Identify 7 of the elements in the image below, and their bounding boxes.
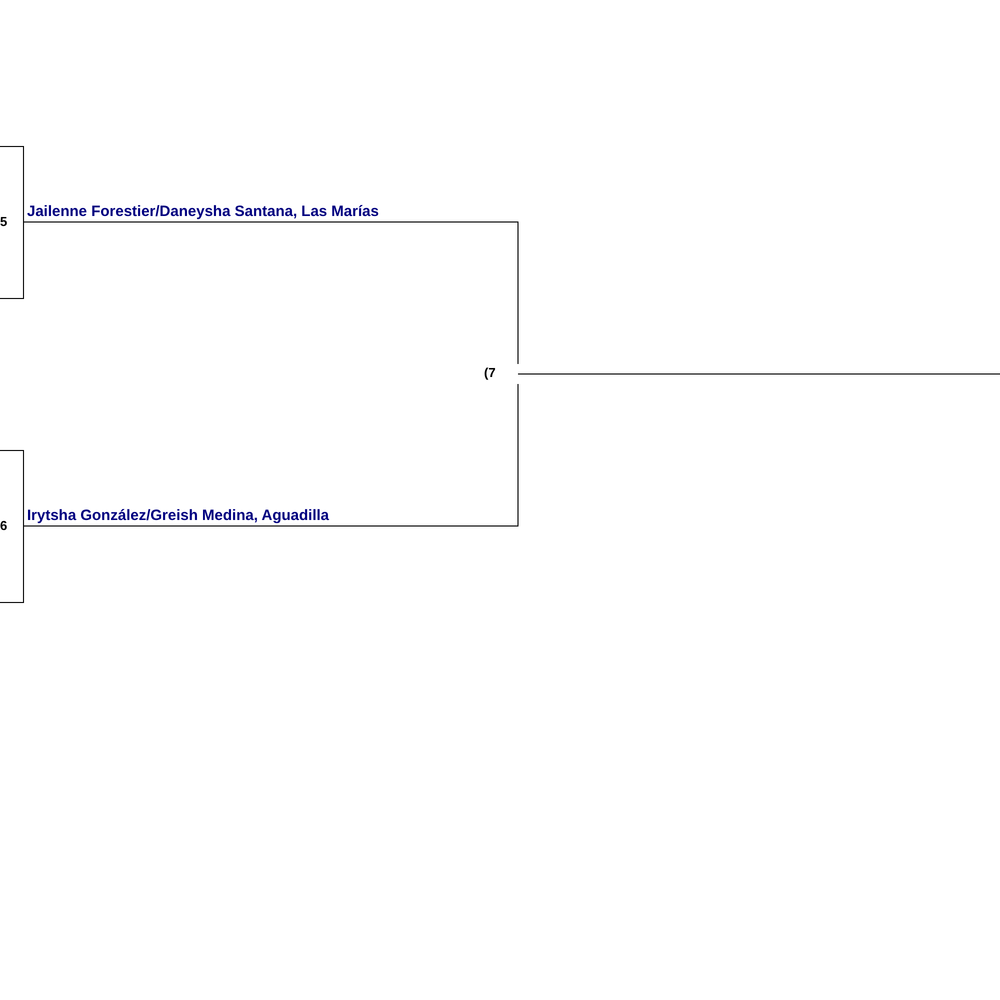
bracket-line [22,222,518,364]
seed-number: 6 [0,517,12,535]
seed-number: 5 [0,213,12,231]
seed-number: (7 [484,364,518,384]
bracket-line [22,384,518,526]
team-name: Jailenne Forestier/Daneysha Santana, Las Marías [23,202,443,222]
team-name: Irytsha González/Greish Medina, Aguadilla [23,506,443,526]
